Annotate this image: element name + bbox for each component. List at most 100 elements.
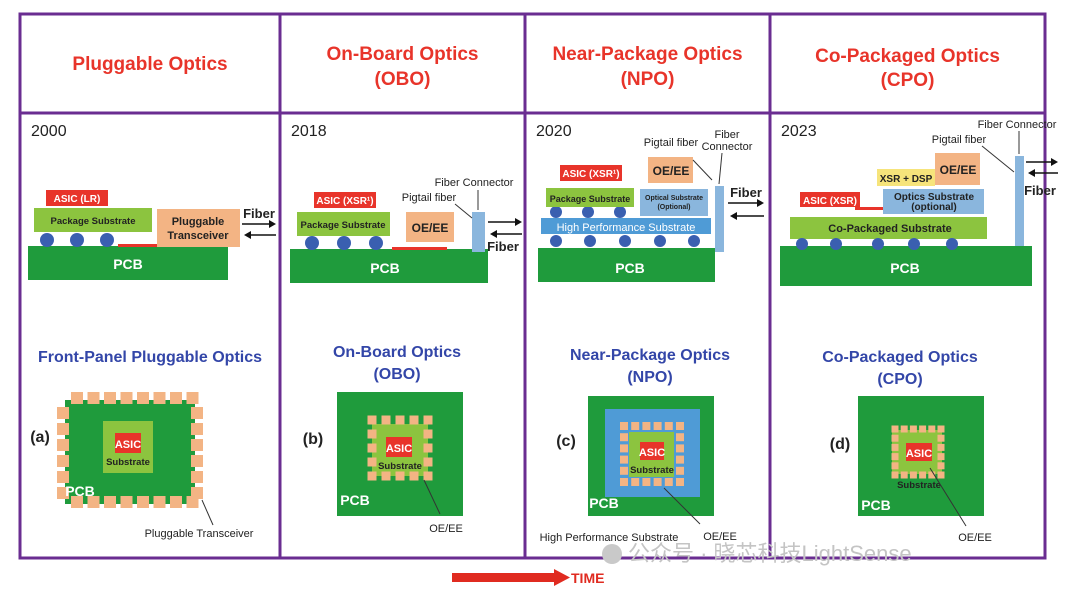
oe-ee-pad [423, 429, 433, 439]
xsr-dsp-chip [877, 169, 935, 186]
asic-label: ASIC (XSR) [803, 196, 857, 207]
oe-ee-pad [620, 422, 628, 430]
oe-ee-pad [153, 496, 166, 508]
oe-ee-pad [620, 455, 628, 464]
oe-ee-pad [423, 471, 433, 481]
oe-ee-pad [137, 496, 149, 508]
pcb-label: PCB [615, 260, 645, 276]
oe-ee-pad [57, 407, 69, 419]
oe-ee-pad [423, 457, 433, 467]
oe-ee-label: OE/EE [653, 164, 690, 178]
hp-substrate-top-label: High Performance Substrate [540, 532, 679, 544]
figure-tag: (d) [830, 436, 850, 453]
oe-ee-pad [104, 496, 116, 508]
oe-ee-pad [891, 434, 899, 442]
oe-ee-pad [891, 471, 899, 479]
pcb-board [290, 249, 488, 283]
oe-ee-pad [642, 478, 651, 486]
oe-ee-pad [71, 392, 83, 404]
time-arrow-head [554, 569, 570, 586]
oe-ee-module [648, 157, 693, 183]
co-packaged-substrate [790, 217, 987, 239]
package-substrate [34, 208, 152, 232]
asic-die [314, 192, 376, 208]
substrate-top-label: Substrate [378, 461, 422, 472]
pcb-trace [118, 244, 163, 247]
oe-ee-pad [900, 425, 908, 433]
package-substrate-label: Package Substrate [50, 216, 135, 227]
solder-bump [654, 235, 666, 247]
oe-ee-pad [900, 471, 908, 479]
solder-bump [305, 236, 319, 250]
oe-ee-pad [191, 471, 203, 483]
leader-line [692, 159, 713, 181]
package-substrate-label: Package Substrate [300, 220, 385, 231]
fiber-connector [472, 212, 485, 252]
oe-ee-pad [57, 439, 69, 451]
oe-ee-pad [620, 478, 628, 486]
subtitle: Co-Packaged Optics [822, 349, 978, 366]
oe-ee-pad [71, 496, 83, 508]
pigtail-fiber-label: Pigtail fiber [932, 134, 987, 146]
subtitle: (OBO) [373, 366, 420, 383]
oe-ee-pad [642, 422, 651, 430]
pigtail-fiber-label: Pigtail fiber [402, 192, 457, 204]
oe-ee-pad [395, 415, 405, 425]
oe-ee-pad [57, 487, 69, 499]
fiber-connector [715, 186, 724, 252]
fiber-connector [1015, 156, 1024, 246]
column-header: (CPO) [881, 70, 935, 91]
pcb-top-label: PCB [861, 497, 891, 513]
asic-die [560, 165, 622, 181]
oe-ee-top-label: OE/EE [429, 523, 463, 535]
optical-substrate-label: Optical Substrate [645, 195, 703, 202]
solder-bump [337, 236, 351, 250]
oe-ee-pad [104, 392, 116, 404]
fiber-label: Fiber [487, 239, 519, 254]
pcb-board [780, 246, 1032, 286]
leader-line [929, 467, 967, 527]
oe-ee-pad [937, 425, 945, 433]
solder-bump [369, 236, 383, 250]
oe-ee-pad [676, 422, 684, 430]
oe-ee-pad [57, 455, 69, 467]
transceiver-label: Pluggable [172, 216, 225, 228]
year-label: 2020 [536, 123, 572, 140]
oe-ee-pad [928, 471, 936, 479]
oe-ee-pad [676, 433, 684, 442]
column-header: (OBO) [375, 69, 431, 90]
top-view-asic [386, 437, 412, 457]
oe-ee-pad [919, 471, 927, 479]
leader-line [423, 479, 441, 515]
oe-ee-pad [937, 434, 945, 442]
column-header: On-Board Optics [326, 44, 478, 65]
package-substrate [546, 188, 634, 207]
oe-ee-pad [676, 444, 684, 453]
asic-top-label: ASIC [639, 447, 665, 459]
oe-ee-pad [891, 425, 899, 433]
solder-bump [908, 238, 920, 250]
leader-line [718, 152, 723, 185]
solder-bump [550, 206, 562, 218]
optical-substrate-label: (Optional) [657, 204, 690, 211]
arrow-head-right [515, 218, 522, 226]
oe-ee-pad [631, 422, 640, 430]
subtitle: On-Board Optics [333, 344, 461, 361]
substrate-top-label: Substrate [106, 457, 150, 468]
oe-ee-pad [409, 415, 419, 425]
oe-ee-pad [191, 423, 203, 435]
leader-line [981, 145, 1015, 173]
fiber-label: Fiber [243, 206, 275, 221]
column-header: Pluggable Optics [72, 54, 227, 75]
oe-ee-pad [937, 453, 945, 461]
pigtail-fiber-label: Pigtail fiber [644, 137, 699, 149]
oe-ee-pad [620, 444, 628, 453]
solder-bump [614, 206, 626, 218]
package-substrate-label: Package Substrate [550, 194, 631, 204]
solder-bump [70, 233, 84, 247]
oe-ee-pad [919, 425, 927, 433]
subtitle: (CPO) [877, 371, 922, 388]
substrate-trace [855, 207, 883, 210]
